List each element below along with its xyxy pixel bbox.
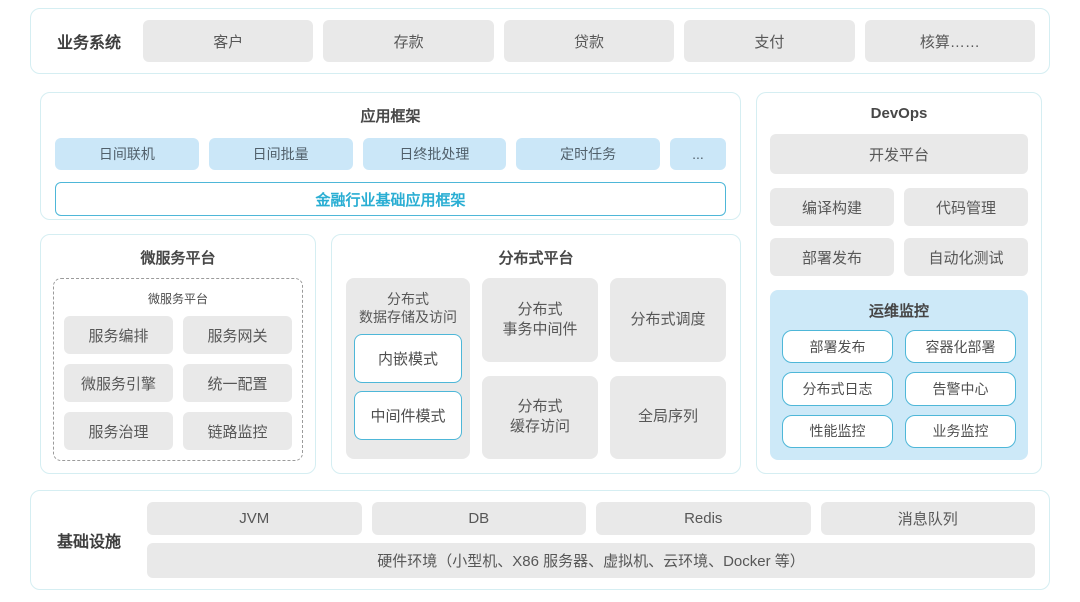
micro-item-config: 统一配置 [183,364,292,402]
ops-item-deploy-release: 部署发布 [782,330,893,364]
micro-item-tracing: 链路监控 [183,412,292,450]
infrastructure-label: 基础设施 [56,534,121,551]
module-eod-batch: 日终批处理 [362,138,507,170]
infra-item-redis: Redis [596,502,811,535]
infrastructure-row: JVM DB Redis 消息队列 [147,502,1035,535]
devops-card: DevOps 开发平台 编译构建 代码管理 部署发布 自动化测试 运维监控 部署… [756,92,1042,474]
devops-tool-auto-test: 自动化测试 [904,238,1028,276]
business-system-item-loan: 贷款 [503,20,675,62]
distributed-platform-body: 分布式 数据存储及访问 内嵌模式 中间件模式 分布式 事务中间件 分布式 缓存访… [346,278,726,459]
dist-cell-transaction-middleware: 分布式 事务中间件 [482,278,598,362]
ops-monitor-box: 运维监控 部署发布 容器化部署 分布式日志 告警中心 性能监控 业务监控 [770,290,1028,460]
middle-area: 应用框架 日间联机 日间批量 日终批处理 定时任务 ... 金融行业基础应用框架… [40,92,1042,474]
ops-item-performance-monitor: 性能监控 [782,414,893,448]
microservice-grid: 服务编排 服务网关 微服务引擎 统一配置 服务治理 链路监控 [64,316,292,450]
micro-item-gateway: 服务网关 [183,316,292,354]
storage-mode-middleware: 中间件模式 [354,391,462,441]
micro-item-orchestration: 服务编排 [64,316,173,354]
distributed-storage-label: 分布式 数据存储及访问 [359,291,457,326]
business-system-band: 业务系统 客户 存款 贷款 支付 核算…… [30,8,1050,74]
ops-item-business-monitor: 业务监控 [905,414,1016,448]
hardware-environment-box: 硬件环境（小型机、X86 服务器、虚拟机、云环境、Docker 等） [147,543,1035,578]
module-scheduled-tasks: 定时任务 [516,138,660,170]
dist-cell-global-sequence: 全局序列 [610,375,726,459]
devops-tool-code-mgmt: 代码管理 [904,188,1028,226]
business-system-item-payment: 支付 [684,20,855,62]
ops-monitor-title: 运维监控 [868,303,929,320]
devops-tool-deploy: 部署发布 [770,238,894,276]
microservice-inner-box: 微服务平台 服务编排 服务网关 微服务引擎 统一配置 服务治理 链路监控 [53,278,303,461]
business-system-label: 业务系统 [56,35,121,52]
micro-item-engine: 微服务引擎 [64,364,173,402]
app-framework-title: 应用框架 [360,108,421,125]
business-system-item-accounting: 核算…… [864,20,1036,62]
infra-item-jvm: JVM [147,502,362,535]
ops-monitor-grid: 部署发布 容器化部署 分布式日志 告警中心 性能监控 业务监控 [782,330,1016,448]
micro-item-governance: 服务治理 [64,412,173,450]
microservice-platform-title: 微服务平台 [140,250,216,267]
app-framework-modules-row: 日间联机 日间批量 日终批处理 定时任务 ... [55,138,726,170]
devops-tools-grid: 编译构建 代码管理 部署发布 自动化测试 [770,188,1028,276]
devops-title: DevOps [870,105,928,122]
module-daytime-batch: 日间批量 [208,138,353,170]
microservice-inner-title: 微服务平台 [147,292,208,306]
infra-item-db: DB [371,502,586,535]
business-system-item-customer: 客户 [143,20,314,62]
ops-item-alert-center: 告警中心 [905,372,1016,406]
dist-cell-cache-access: 分布式 缓存访问 [482,375,598,459]
infra-item-mq: 消息队列 [820,502,1035,535]
ops-item-distributed-log: 分布式日志 [782,372,893,406]
infrastructure-band: 基础设施 JVM DB Redis 消息队列 硬件环境（小型机、X86 服务器、… [30,490,1050,590]
devops-dev-platform: 开发平台 [770,134,1028,174]
distributed-storage-box: 分布式 数据存储及访问 内嵌模式 中间件模式 [346,278,470,459]
devops-tool-build: 编译构建 [770,188,894,226]
distributed-platform-title: 分布式平台 [498,250,574,267]
middle-bottom-row: 微服务平台 微服务平台 服务编排 服务网关 微服务引擎 统一配置 服务治理 链路… [40,234,741,474]
infrastructure-content: JVM DB Redis 消息队列 硬件环境（小型机、X86 服务器、虚拟机、云… [147,502,1035,578]
distributed-col-middle: 分布式 事务中间件 分布式 缓存访问 [482,278,598,459]
module-ellipsis: ... [670,138,726,170]
module-daytime-online: 日间联机 [55,138,199,170]
microservice-platform-card: 微服务平台 微服务平台 服务编排 服务网关 微服务引擎 统一配置 服务治理 链路… [40,234,316,474]
dist-cell-scheduling: 分布式调度 [610,278,726,362]
base-framework-box: 金融行业基础应用框架 [55,182,726,216]
distributed-platform-card: 分布式平台 分布式 数据存储及访问 内嵌模式 中间件模式 分布式 事务中间件 分… [331,234,741,474]
distributed-col-right: 分布式调度 全局序列 [610,278,726,459]
storage-mode-embedded: 内嵌模式 [354,334,462,384]
app-framework-card: 应用框架 日间联机 日间批量 日终批处理 定时任务 ... 金融行业基础应用框架 [40,92,741,220]
business-system-item-deposit: 存款 [323,20,494,62]
middle-left-column: 应用框架 日间联机 日间批量 日终批处理 定时任务 ... 金融行业基础应用框架… [40,92,741,474]
ops-item-container-deploy: 容器化部署 [905,330,1016,364]
